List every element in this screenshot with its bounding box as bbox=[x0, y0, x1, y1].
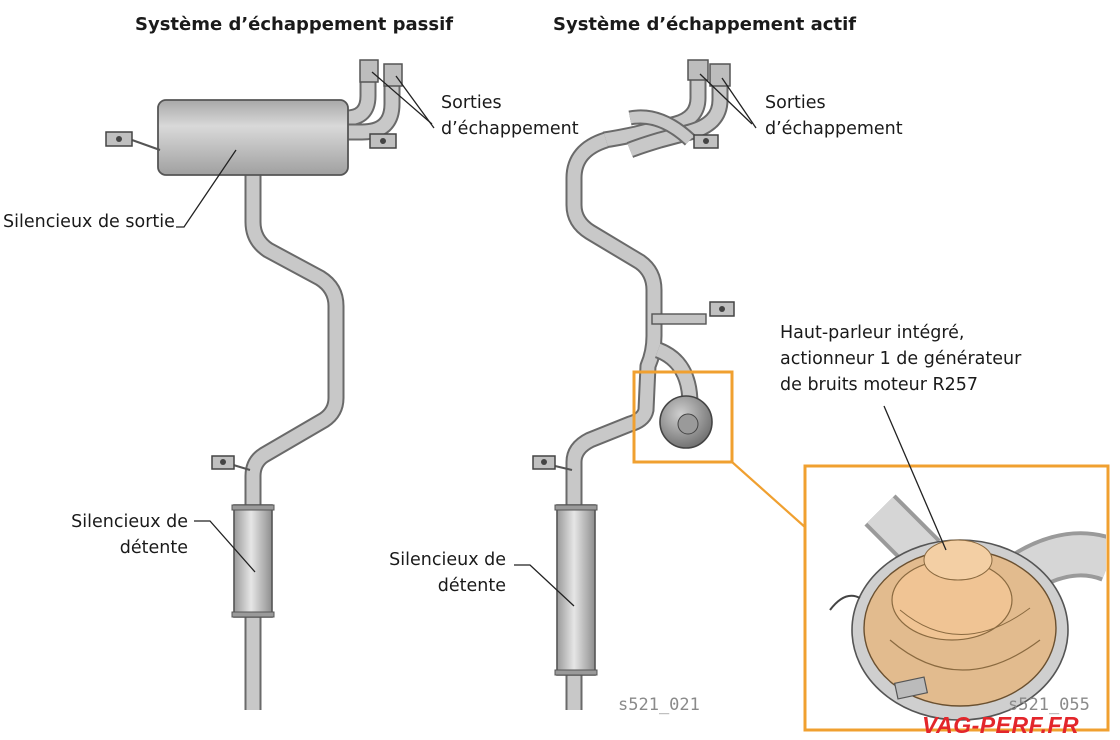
active-expansion-silencer bbox=[556, 504, 596, 676]
label-line: d’échappement bbox=[765, 119, 903, 139]
active-hanger-mid bbox=[709, 301, 735, 317]
label-line: de bruits moteur R257 bbox=[780, 375, 979, 395]
label-line: détente bbox=[437, 576, 506, 596]
label-line: Haut-parleur intégré, bbox=[780, 323, 965, 343]
leader-passive-rear-silencer bbox=[176, 149, 237, 228]
label-speaker: Haut-parleur intégré, actionneur 1 de gé… bbox=[780, 320, 1021, 398]
leader-passive-tailpipes bbox=[371, 71, 433, 125]
passive-tailpipe-left bbox=[359, 59, 379, 83]
passive-hanger-left bbox=[105, 131, 161, 151]
leader-active-tailpipes bbox=[699, 73, 753, 125]
label-passive-rear-silencer: Silencieux de sortie bbox=[3, 212, 175, 232]
label-passive-tailpipes: Sorties d’échappement bbox=[441, 90, 579, 142]
leader-speaker bbox=[883, 405, 947, 551]
active-tailpipe-right bbox=[709, 63, 731, 87]
label-line: Sorties bbox=[765, 93, 826, 113]
watermark-logo: VAG-PERF.FR bbox=[922, 712, 1080, 738]
speaker-detail bbox=[829, 494, 1106, 721]
title-passive: Système d’échappement passif bbox=[135, 14, 454, 35]
active-hanger-top bbox=[693, 134, 719, 149]
label-line: Silencieux de bbox=[389, 550, 506, 570]
label-line: Sorties bbox=[441, 93, 502, 113]
zoom-connector-top bbox=[731, 461, 807, 529]
label-line: Silencieux de bbox=[71, 512, 188, 532]
passive-expansion-silencer bbox=[233, 504, 273, 618]
label-line: détente bbox=[119, 538, 188, 558]
label-passive-expansion: Silencieux de détente bbox=[40, 509, 188, 561]
passive-system bbox=[105, 59, 435, 710]
speaker-highlight-box bbox=[632, 370, 734, 464]
passive-hanger-right bbox=[369, 133, 397, 149]
title-active: Système d’échappement actif bbox=[553, 14, 857, 35]
figure-id-right: s521_055 bbox=[1008, 695, 1090, 715]
passive-hanger-lower bbox=[211, 455, 251, 471]
label-line: actionneur 1 de générateur bbox=[780, 349, 1022, 369]
active-system bbox=[514, 59, 757, 710]
label-line: d’échappement bbox=[441, 119, 579, 139]
active-tailpipe-left bbox=[687, 59, 709, 81]
passive-tailpipe-right bbox=[383, 63, 403, 87]
leader-active-expansion bbox=[514, 564, 575, 607]
figure-id-left: s521_021 bbox=[618, 695, 700, 715]
active-hanger-lower bbox=[532, 455, 573, 471]
leader-passive-expansion bbox=[194, 520, 256, 573]
label-active-expansion: Silencieux de détente bbox=[358, 547, 506, 599]
passive-rear-silencer bbox=[157, 99, 349, 176]
label-active-tailpipes: Sorties d’échappement bbox=[765, 90, 903, 142]
